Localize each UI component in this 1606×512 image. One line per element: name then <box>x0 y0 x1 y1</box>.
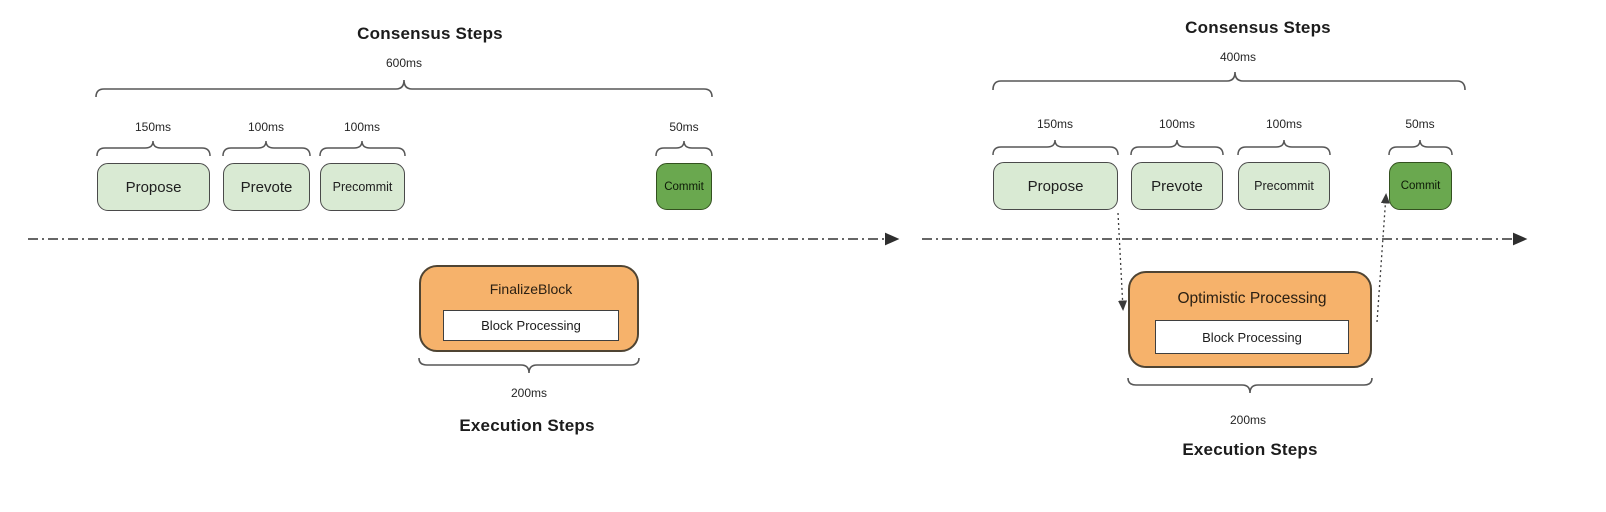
right-step-precommit: Precommit <box>1238 162 1330 210</box>
left-total-duration-label: 600ms <box>385 56 423 70</box>
left-step-propose: Propose <box>97 163 210 211</box>
left-execution-title: Execution Steps <box>459 416 595 435</box>
left-step-commit: Commit <box>656 163 712 210</box>
right-propose-duration: 150ms <box>1036 117 1074 131</box>
left-precommit-duration: 100ms <box>343 120 381 134</box>
right-commit-bracket <box>1388 139 1453 156</box>
right-precommit-duration: 100ms <box>1265 117 1303 131</box>
left-commit-bracket <box>655 140 713 157</box>
right-execution-duration: 200ms <box>1229 413 1267 427</box>
left-step-prevote: Prevote <box>223 163 310 211</box>
right-diagram: Consensus Steps 400ms 150ms 100ms 100ms … <box>880 0 1606 512</box>
left-step-precommit: Precommit <box>320 163 405 211</box>
right-total-bracket <box>992 71 1466 91</box>
propose-to-optimistic-arrow <box>1117 212 1128 311</box>
left-propose-bracket <box>96 140 211 157</box>
left-diagram: Consensus Steps 600ms 150ms 100ms 100ms … <box>97 24 712 435</box>
right-block-processing-box: Block Processing <box>1155 320 1349 354</box>
left-total-bracket <box>95 79 713 98</box>
left-execution-box: FinalizeBlock Block Processing <box>419 265 639 352</box>
right-step-commit: Commit <box>1389 162 1452 210</box>
right-commit-duration: 50ms <box>1405 117 1435 131</box>
left-propose-duration: 150ms <box>134 120 172 134</box>
right-total-duration-label: 400ms <box>1219 50 1257 64</box>
right-prevote-bracket <box>1130 139 1224 156</box>
right-precommit-bracket <box>1237 139 1331 156</box>
right-execution-box: Optimistic Processing Block Processing <box>1128 271 1372 368</box>
optimistic-to-commit-arrow <box>1376 193 1390 323</box>
right-prevote-duration: 100ms <box>1158 117 1196 131</box>
left-execution-box-title: FinalizeBlock <box>489 281 573 297</box>
right-propose-bracket <box>992 139 1119 156</box>
right-consensus-title: Consensus Steps <box>1185 18 1331 37</box>
right-step-propose: Propose <box>993 162 1118 210</box>
left-commit-duration: 50ms <box>669 120 699 134</box>
left-precommit-bracket <box>319 140 406 157</box>
left-execution-bracket <box>418 357 640 374</box>
right-execution-title: Execution Steps <box>1182 440 1318 459</box>
right-step-prevote: Prevote <box>1131 162 1223 210</box>
left-prevote-duration: 100ms <box>247 120 285 134</box>
right-execution-box-title: Optimistic Processing <box>1177 290 1327 307</box>
right-execution-bracket <box>1127 377 1373 394</box>
left-execution-duration: 200ms <box>510 386 548 400</box>
left-block-processing-box: Block Processing <box>443 310 619 341</box>
left-consensus-title: Consensus Steps <box>357 24 503 43</box>
left-prevote-bracket <box>222 140 311 157</box>
